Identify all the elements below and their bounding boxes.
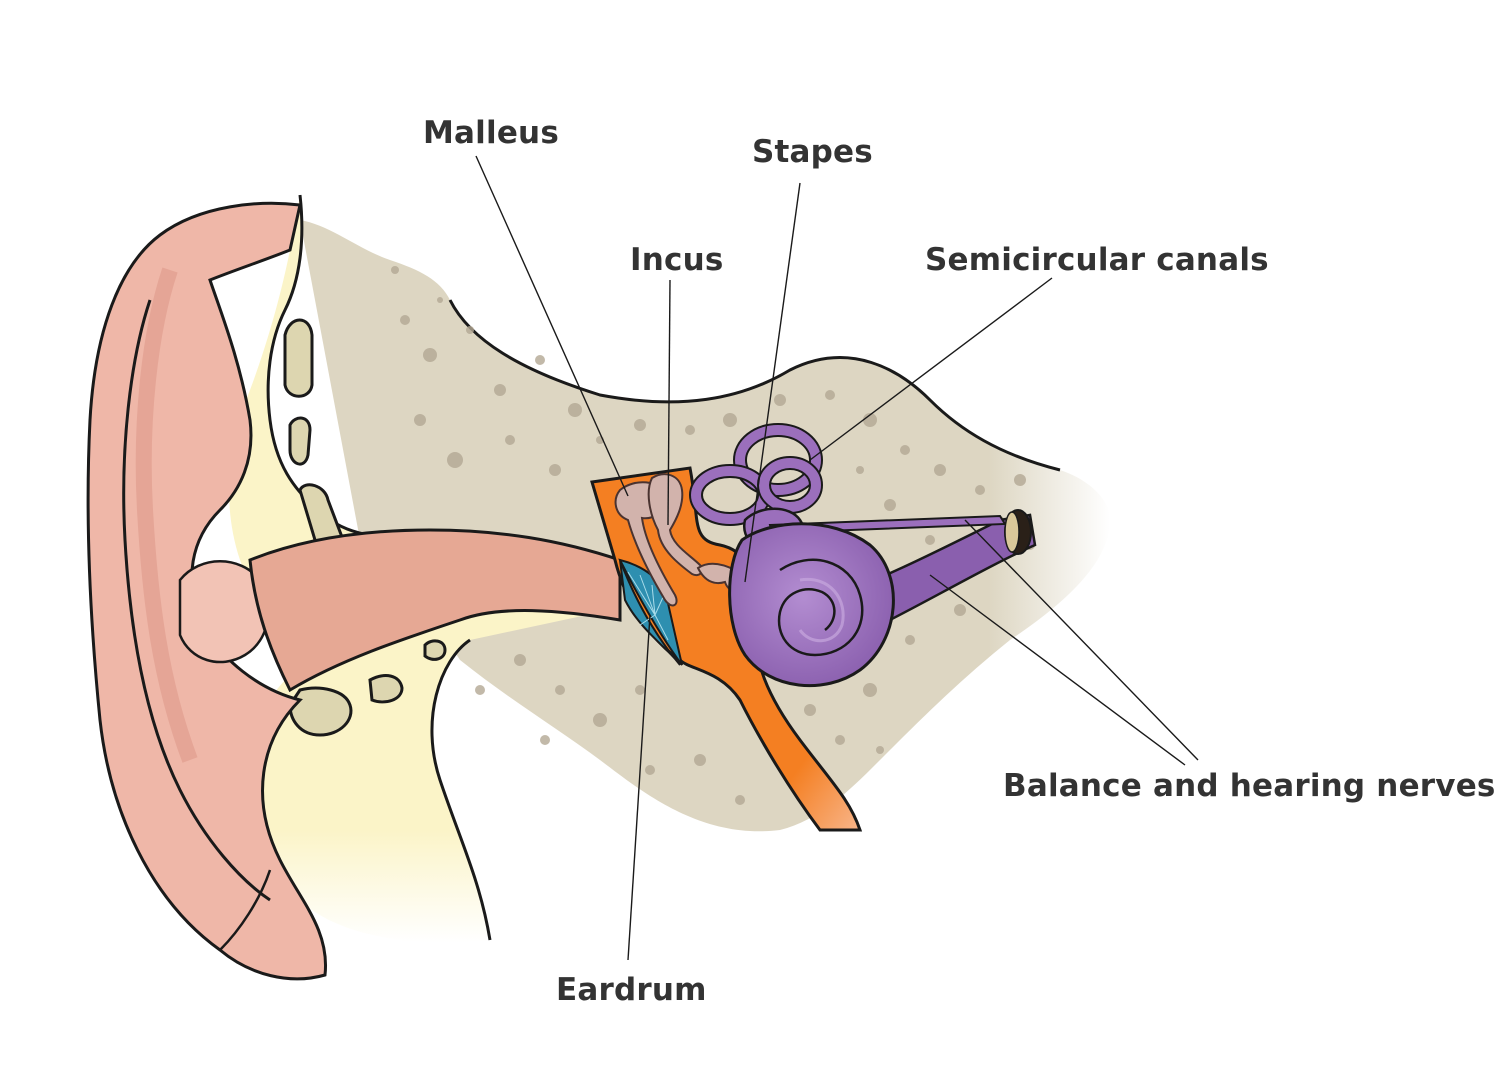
temporal-bone-outline <box>448 299 1061 472</box>
cartilage-lower-outline <box>430 638 492 941</box>
leader-lines <box>475 155 1199 961</box>
eardrum-fill <box>618 558 683 666</box>
incus-label: Incus <box>630 242 724 278</box>
stapes-leader <box>744 182 801 583</box>
temporal-bone-tissue <box>300 220 1110 832</box>
nerves-label: Balance and hearing nerves <box>1003 768 1496 804</box>
eardrum-label: Eardrum <box>556 972 707 1008</box>
malleus-leader <box>475 155 629 497</box>
semicircular-canals-label: Semicircular canals <box>925 242 1269 278</box>
semicircular-leader <box>809 277 1053 461</box>
eardrum-fibers <box>627 571 669 641</box>
ear-canal <box>248 528 622 693</box>
cochlea <box>728 522 895 688</box>
nerves-leader-upper <box>964 519 1199 761</box>
ear-lobe-outline <box>219 869 272 951</box>
nerves-leader-lower <box>929 574 1186 766</box>
outer-ear-helix-shadow <box>135 267 198 763</box>
cartilage-nodules <box>283 318 447 737</box>
internal-auditory-canal-rim <box>1004 511 1020 553</box>
outer-ear-inner-fold <box>122 299 271 902</box>
semicircular-canals <box>689 423 823 526</box>
stapes-label: Stapes <box>752 134 873 170</box>
incus-bone <box>647 473 704 576</box>
malleus-label: Malleus <box>423 115 559 151</box>
eardrum-leader <box>627 614 651 961</box>
incus-leader <box>667 279 671 526</box>
